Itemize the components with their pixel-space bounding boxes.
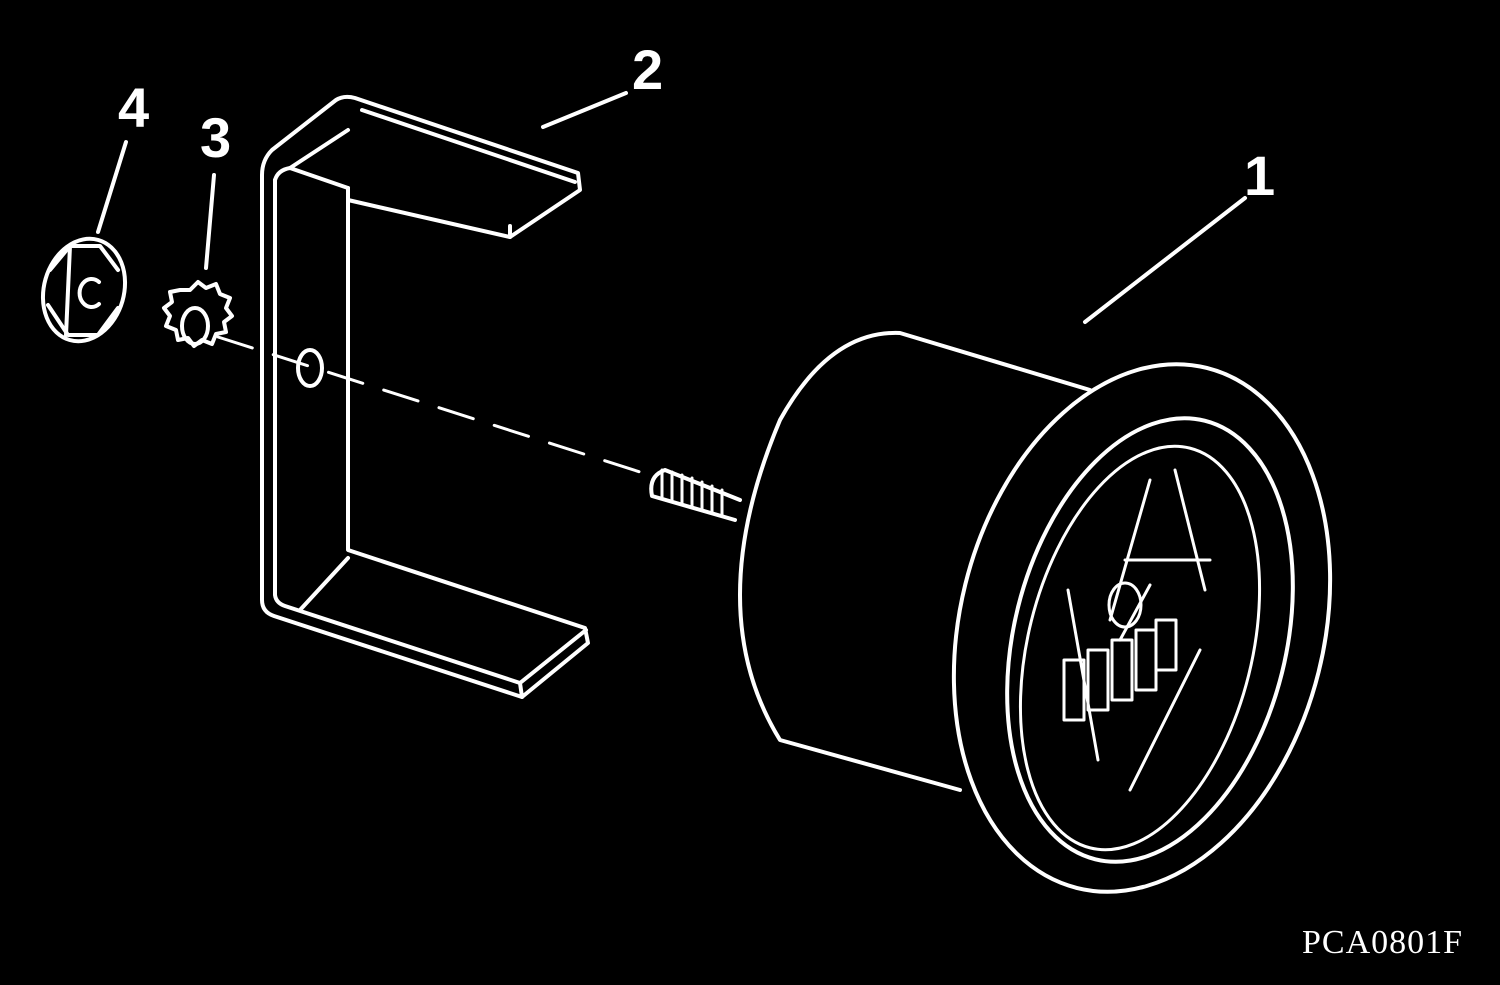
assembly-axis bbox=[216, 335, 642, 474]
leader-line-1 bbox=[1083, 196, 1247, 324]
callout-4: 4 bbox=[118, 76, 150, 139]
mounting-bracket-icon bbox=[260, 94, 590, 699]
lock-washer-icon bbox=[162, 280, 234, 348]
callout-3: 3 bbox=[200, 106, 232, 169]
leader-line-2 bbox=[541, 91, 628, 129]
leader-line-3 bbox=[204, 173, 216, 270]
figure-code: PCA0801F bbox=[1302, 924, 1464, 961]
hex-nut-icon bbox=[40, 236, 128, 344]
leader-line-4 bbox=[96, 140, 128, 234]
callout-1: 1 bbox=[1244, 144, 1276, 207]
callout-2: 2 bbox=[632, 38, 664, 101]
gauge-icon bbox=[649, 330, 1333, 894]
